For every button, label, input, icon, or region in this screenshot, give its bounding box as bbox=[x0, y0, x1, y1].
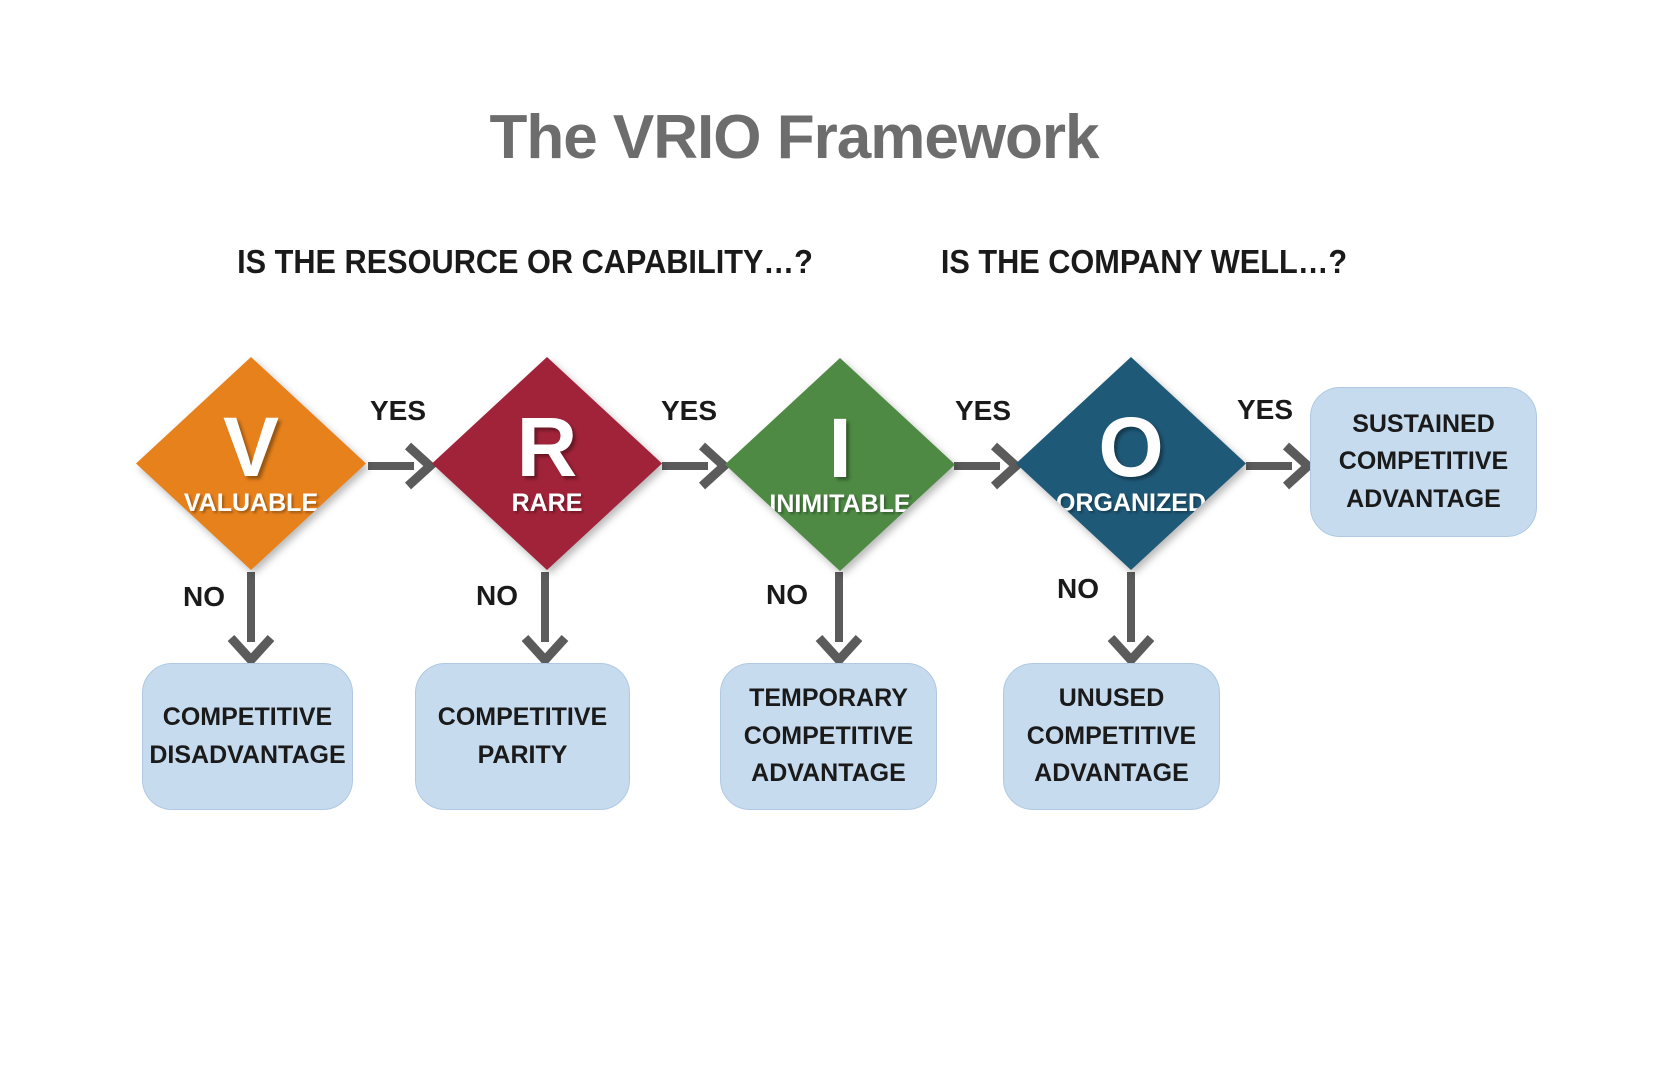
outcome-temporary-competitive-advantage: TEMPORARY COMPETITIVE ADVANTAGE bbox=[720, 663, 937, 810]
diamond-inimitable-word: INIMITABLE bbox=[769, 489, 911, 518]
arrow-no-i-down bbox=[815, 572, 863, 667]
diamond-rare-letter: R bbox=[516, 400, 578, 495]
outcome-competitive-disadvantage-label: COMPETITIVE DISADVANTAGE bbox=[149, 703, 346, 769]
outcome-unused-competitive-advantage-label: UNUSED COMPETITIVE ADVANTAGE bbox=[1026, 684, 1197, 788]
no-label-r: NO bbox=[476, 580, 518, 611]
outcome-sustained-competitive-advantage: SUSTAINED COMPETITIVE ADVANTAGE bbox=[1310, 387, 1537, 537]
outcome-unused-competitive-advantage: UNUSED COMPETITIVE ADVANTAGE bbox=[1003, 663, 1220, 810]
outcome-temporary-competitive-advantage-label: TEMPORARY COMPETITIVE ADVANTAGE bbox=[743, 684, 914, 788]
outcome-competitive-disadvantage: COMPETITIVE DISADVANTAGE bbox=[142, 663, 353, 810]
outcome-competitive-parity: COMPETITIVE PARITY bbox=[415, 663, 630, 810]
diamond-valuable: V VALUABLE bbox=[136, 357, 366, 570]
yes-label-i-o: YES bbox=[954, 395, 1012, 426]
page-title: The VRIO Framework bbox=[489, 103, 1099, 172]
outcome-sustained-competitive-advantage-label: SUSTAINED COMPETITIVE ADVANTAGE bbox=[1338, 409, 1509, 513]
yes-label-v-r: YES bbox=[369, 395, 427, 426]
diamond-organized-shape: O ORGANIZED bbox=[1016, 357, 1246, 570]
heading-company-question: IS THE COMPANY WELL…? bbox=[940, 243, 1348, 280]
diamond-rare: R RARE bbox=[432, 357, 662, 570]
diamond-inimitable-shape: I INIMITABLE bbox=[725, 358, 955, 571]
arrow-yes-o-to-sustained bbox=[1246, 442, 1315, 490]
outcome-competitive-parity-label: COMPETITIVE PARITY bbox=[437, 703, 608, 769]
no-label-i: NO bbox=[766, 579, 808, 610]
yes-label-r-i: YES bbox=[660, 395, 718, 426]
arrow-yes-i-to-o bbox=[954, 442, 1023, 490]
diamond-organized-word: ORGANIZED bbox=[1056, 488, 1206, 517]
no-label-v: NO bbox=[183, 581, 225, 612]
arrow-no-o-down bbox=[1107, 572, 1155, 667]
arrow-no-v-down bbox=[227, 572, 275, 667]
diamond-organized-letter: O bbox=[1098, 400, 1164, 495]
diamond-rare-shape: R RARE bbox=[432, 357, 662, 570]
arrow-yes-r-to-i bbox=[662, 442, 731, 490]
heading-resource-question: IS THE RESOURCE OR CAPABILITY…? bbox=[237, 243, 813, 280]
diamond-inimitable: I INIMITABLE bbox=[725, 358, 955, 571]
arrow-no-r-down bbox=[521, 572, 569, 667]
diamond-valuable-word: VALUABLE bbox=[183, 488, 319, 517]
diamond-organized: O ORGANIZED bbox=[1016, 357, 1246, 570]
no-label-o: NO bbox=[1057, 573, 1099, 604]
yes-label-o-sustained: YES bbox=[1236, 394, 1294, 425]
diamond-inimitable-letter: I bbox=[828, 401, 852, 496]
diamond-valuable-letter: V bbox=[222, 400, 280, 495]
diamond-valuable-shape: V VALUABLE bbox=[136, 357, 366, 570]
diamond-rare-word: RARE bbox=[511, 488, 583, 517]
arrow-yes-v-to-r bbox=[368, 442, 437, 490]
